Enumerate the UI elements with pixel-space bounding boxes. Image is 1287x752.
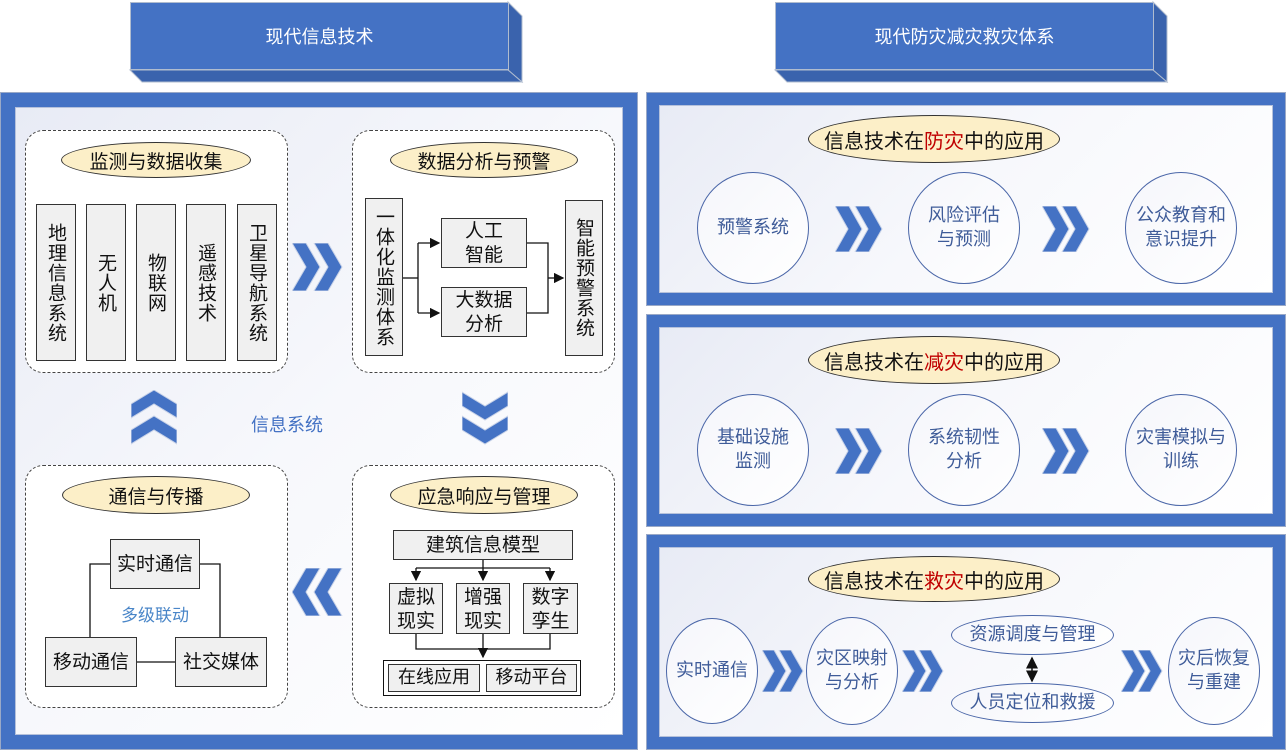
chevron-down-icon <box>462 391 508 445</box>
monitoring-item-iot: 物联网 <box>136 204 176 361</box>
monitoring-item-gis: 地理信息系统 <box>36 204 76 361</box>
step-line1: 风险评估 <box>928 205 1000 226</box>
step-line1: 预警系统 <box>717 217 789 238</box>
prevention-title-pre: 信息技术在 <box>824 128 924 153</box>
prevention-title-key: 防灾 <box>924 128 964 153</box>
step-line2: 分析 <box>946 451 982 472</box>
step-line1: 系统韧性 <box>928 427 1000 448</box>
monitoring-item-satellite-navigation: 卫星导航系统 <box>237 204 277 361</box>
chevron-right-icon <box>835 206 883 252</box>
social-media-box: 社交媒体 <box>175 637 267 687</box>
ai-box: 人工 智能 <box>441 218 527 268</box>
relief-title-post: 中的应用 <box>964 568 1044 593</box>
right-header-title: 现代防灾减灾救灾体系 <box>775 2 1154 70</box>
relief-step-area-mapping: 灾区映射 与分析 <box>806 617 898 725</box>
relief-parallel-resource-dispatch: 资源调度与管理 <box>951 615 1114 655</box>
mitigation-step-disaster-simulation: 灾害模拟与 训练 <box>1125 394 1237 506</box>
communication-title: 通信与传播 <box>62 476 250 514</box>
digital-twin-box: 数字 孪生 <box>523 583 578 634</box>
prevention-step-warning-system: 预警系统 <box>697 172 809 284</box>
dt-line1: 数字 <box>531 585 570 608</box>
chevron-left-icon <box>292 568 343 616</box>
chevron-right-icon <box>292 243 343 291</box>
prevention-step-risk-assessment: 风险评估 与预测 <box>908 172 1020 284</box>
augmented-reality-box: 增强 现实 <box>456 583 510 634</box>
step-line2: 与分析 <box>825 672 879 693</box>
left-header-title: 现代信息技术 <box>130 2 509 70</box>
step-line1: 实时通信 <box>676 660 748 681</box>
step-line2: 意识提升 <box>1145 229 1217 250</box>
emergency-title: 应急响应与管理 <box>390 476 578 514</box>
bim-box: 建筑信息模型 <box>393 530 573 560</box>
step-line1: 灾区映射 <box>816 648 888 669</box>
prevention-step-public-education: 公众教育和 意识提升 <box>1125 172 1237 284</box>
realtime-communication-box: 实时通信 <box>110 539 200 589</box>
step-line1: 灾后恢复 <box>1178 648 1250 669</box>
mitigation-step-infrastructure-monitoring: 基础设施 监测 <box>697 394 809 506</box>
relief-title: 信息技术在救灾中的应用 <box>808 556 1060 602</box>
relief-step-realtime-communication: 实时通信 <box>666 618 758 724</box>
banner-3d-edge <box>128 0 524 84</box>
mitigation-step-resilience-analysis: 系统韧性 分析 <box>908 394 1020 506</box>
step-line1: 基础设施 <box>717 427 789 448</box>
relief-step-recovery-rebuild: 灾后恢复 与重建 <box>1168 617 1260 725</box>
mitigation-title-post: 中的应用 <box>964 349 1044 374</box>
step-line2: 监测 <box>735 451 771 472</box>
relief-title-pre: 信息技术在 <box>824 568 924 593</box>
ar-line1: 增强 <box>463 585 502 608</box>
monitoring-item-drone: 无人机 <box>86 204 126 361</box>
step-line2: 训练 <box>1163 451 1199 472</box>
mobile-platform-box: 移动平台 <box>486 664 577 692</box>
chevron-right-icon <box>902 650 944 692</box>
analysis-title: 数据分析与预警 <box>390 142 578 178</box>
integrated-monitoring-box: 一体化监测体系 <box>365 198 403 356</box>
ai-box-line1: 人工 <box>464 220 503 242</box>
left-header-banner: 现代信息技术 <box>128 0 524 84</box>
big-data-box-line2: 分析 <box>464 313 503 335</box>
chevron-right-icon <box>835 428 883 474</box>
chevron-right-icon <box>1042 206 1090 252</box>
banner-3d-edge <box>773 0 1169 84</box>
relief-title-key: 救灾 <box>924 568 964 593</box>
big-data-box: 大数据 分析 <box>441 287 527 337</box>
right-header-banner: 现代防灾减灾救灾体系 <box>773 0 1169 84</box>
mitigation-title: 信息技术在减灾中的应用 <box>808 336 1060 384</box>
monitoring-title: 监测与数据收集 <box>61 142 251 178</box>
monitoring-item-remote-sensing: 遥感技术 <box>186 204 226 361</box>
ar-line2: 现实 <box>463 609 502 632</box>
vr-line1: 虚拟 <box>396 585 435 608</box>
information-system-label: 信息系统 <box>251 415 323 436</box>
mobile-communication-box: 移动通信 <box>45 637 137 687</box>
dt-line2: 孪生 <box>531 609 570 632</box>
relief-parallel-personnel-rescue: 人员定位和救援 <box>951 683 1114 723</box>
online-application-box: 在线应用 <box>388 664 480 692</box>
prevention-title: 信息技术在防灾中的应用 <box>808 115 1060 163</box>
chevron-right-icon <box>762 650 804 692</box>
step-line2: 与重建 <box>1187 672 1241 693</box>
virtual-reality-box: 虚拟 现实 <box>389 583 443 634</box>
step-line2: 与预测 <box>937 229 991 250</box>
chevron-right-icon <box>1042 428 1090 474</box>
step-line1: 公众教育和 <box>1136 205 1226 226</box>
vr-line2: 现实 <box>396 609 435 632</box>
mitigation-title-pre: 信息技术在 <box>824 349 924 374</box>
smart-warning-box: 智能预警系统 <box>565 200 603 356</box>
prevention-title-post: 中的应用 <box>964 128 1044 153</box>
chevron-up-icon <box>131 390 177 445</box>
ai-box-line2: 智能 <box>464 244 503 266</box>
multi-level-linkage-label: 多级联动 <box>121 606 189 626</box>
step-line1: 灾害模拟与 <box>1136 427 1226 448</box>
mitigation-title-key: 减灾 <box>924 349 964 374</box>
chevron-right-icon <box>1121 650 1163 692</box>
big-data-box-line1: 大数据 <box>455 289 513 311</box>
